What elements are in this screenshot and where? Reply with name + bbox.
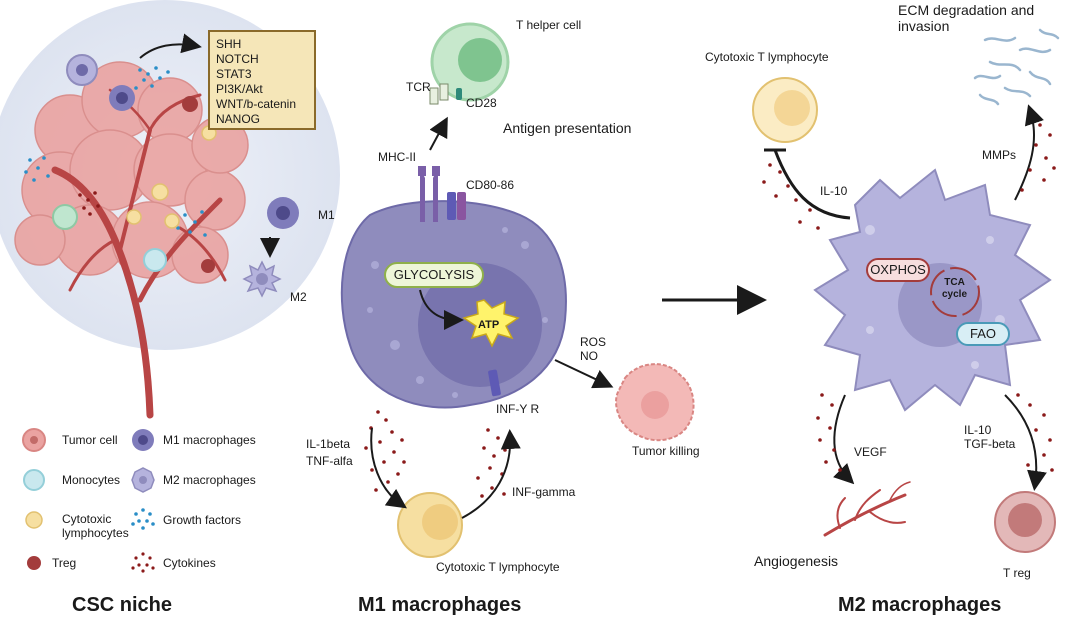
cd80-label: CD80-86 [466,178,515,192]
mmps-label: MMPs [982,148,1016,162]
infyr-icon [488,369,501,397]
vegf-label: VEGF [854,445,887,459]
legend-treg: Treg [52,556,77,570]
cd28-icon [456,88,462,100]
legend-growth: Growth factors [163,513,242,527]
m2-label: M2 [290,290,307,304]
m1-label: M1 [318,208,335,222]
legend-tumor-cell: Tumor cell [62,433,118,447]
m2-region [752,28,1060,553]
pathway-item: WNT/b-catenin [216,97,297,111]
tcr-icon [429,83,449,105]
treg-label: T reg [1003,566,1031,580]
ros-no-label: ROS NO [580,335,607,363]
cytotoxic-lymphocyte-icon [164,213,180,229]
infyr-label: INF-Y R [496,402,540,416]
antigen-presentation-label: Antigen presentation [503,120,632,136]
pathway-item: NOTCH [216,52,259,66]
treg-icon [201,259,215,273]
monocyte-icon [52,204,78,230]
ctl-m1-label: Cytotoxic T lymphocyte [436,560,560,574]
pathway-item: NANOG [216,112,261,126]
tca-cycle-icon [930,267,980,317]
il10-tgf-label: IL-10 TGF-beta [964,423,1016,451]
m1-vesicles [367,227,548,398]
monocyte-icon [143,248,167,272]
section-title-csc: CSC niche [72,594,173,616]
il10-inhibition-arrow [773,149,851,220]
infg-label: INF-gamma [512,485,576,499]
treg-icon [182,96,198,112]
cytokine-cloud-m2 [762,123,1056,472]
legend-m2: M2 macrophages [163,473,256,487]
legend-cytotoxic: Cytotoxic lymphocytes [62,512,129,540]
ctl-m2-label: Cytotoxic T lymphocyte [705,50,829,64]
tca-label: TCA cycle [942,277,968,300]
legend-m1: M1 macrophages [163,433,256,447]
tumor-killing-label: Tumor killing [632,444,700,458]
m2-macrophage-icon [242,260,282,298]
glycolysis-label: GLYCOLYSIS [384,262,484,288]
growth-factor-dots [24,66,207,237]
angiogenesis-icon [823,481,911,537]
t-helper-nucleus [458,38,502,82]
atp-label: ATP [478,319,500,331]
pathway-item: PI3K/Akt [216,82,263,96]
il1-tnf-label: IL-1beta TNF-alfa [306,437,353,468]
section-title-m1: M1 macrophages [358,594,522,616]
cytokine-cloud-m1-right [476,428,507,498]
ecm-label: ECM degradation and invasion [898,2,1035,34]
cd80-icon [447,192,466,220]
il10-label: IL-10 [820,184,848,198]
cytokine-cloud-m1-left [364,410,406,492]
legend-monocytes: Monocytes [62,473,121,487]
cytotoxic-lymphocyte-icon [151,183,169,201]
blood-vessel-icon [51,88,227,419]
t-helper-label: T helper cell [516,18,582,32]
mhc2-label: MHC-II [378,150,416,164]
atp-burst [462,299,520,348]
section-title-m2: M2 macrophages [838,594,1002,616]
pathway-item: SHH [216,37,242,51]
legend-icons [22,428,155,573]
mhc2-icon [418,166,440,222]
oxphos-label: OXPHOS [866,258,930,282]
tcr-label: TCR [406,80,431,94]
legend-cytokines: Cytokines [163,556,216,570]
signaling-pathways-box: SHH NOTCH STAT3 PI3K/Akt WNT/b-catenin N… [208,30,316,130]
ecm-fibers-icon [973,28,1060,106]
cytokine-dots [78,191,100,216]
cd28-label: CD28 [466,96,497,110]
angiogenesis-label: Angiogenesis [754,553,839,569]
m1-region [340,22,695,558]
fao-label: FAO [956,322,1010,346]
pathway-item: STAT3 [216,67,252,81]
cytotoxic-lymphocyte-icon [126,209,142,225]
